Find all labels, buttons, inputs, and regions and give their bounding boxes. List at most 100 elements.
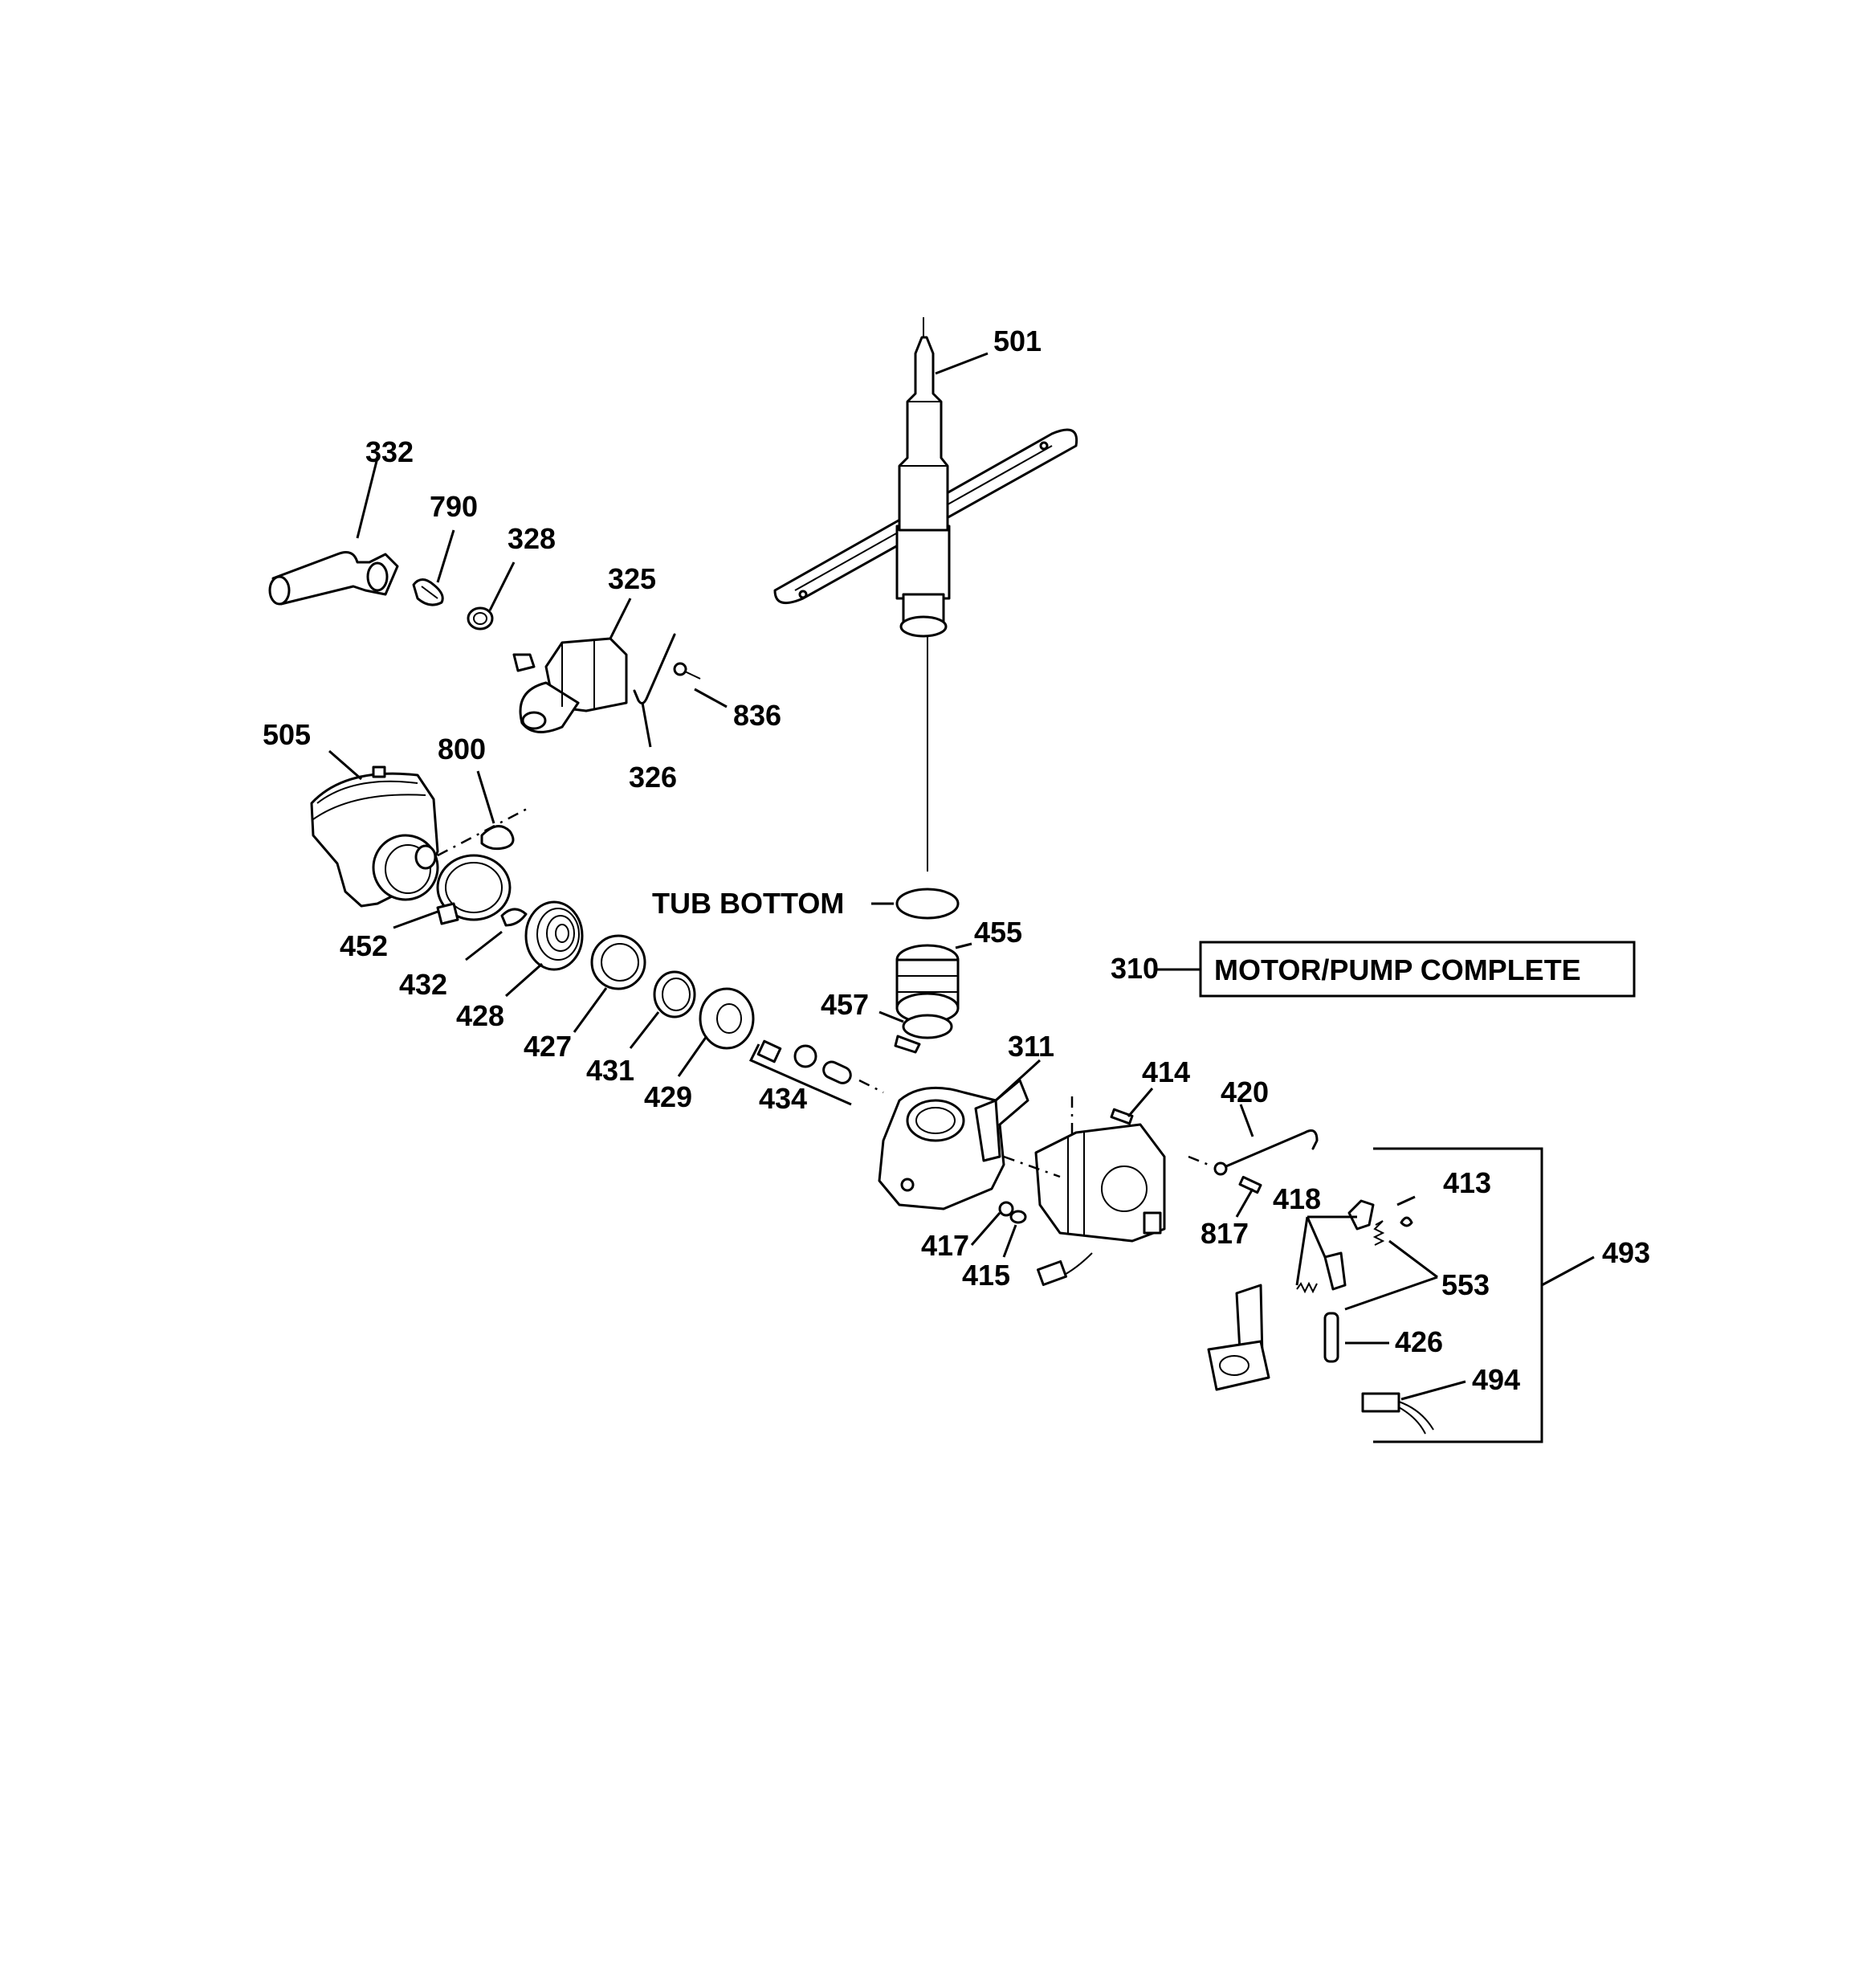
leader-328 — [488, 561, 516, 611]
leader-836 — [694, 688, 728, 708]
label-434: 434 — [759, 1082, 807, 1115]
part-325-drain-pump — [512, 637, 628, 733]
leader-414 — [1127, 1088, 1154, 1117]
part-452-clamp-ring — [436, 854, 512, 925]
axis-420 — [1188, 1155, 1213, 1168]
leader-452 — [393, 910, 438, 929]
part-332-hose — [268, 551, 399, 606]
label-429: 429 — [644, 1080, 692, 1113]
part-420-end — [1213, 1161, 1228, 1176]
part-326-clip — [633, 633, 676, 704]
axis-motor — [1003, 1155, 1061, 1178]
label-432: 432 — [399, 968, 447, 1001]
label-418: 418 — [1273, 1182, 1321, 1215]
leader-501 — [935, 352, 989, 375]
leader-431 — [629, 1011, 660, 1049]
part-motor — [1034, 1123, 1166, 1287]
label-414: 414 — [1142, 1055, 1190, 1088]
leader-325 — [609, 598, 632, 639]
leader-432 — [465, 930, 503, 961]
label-790: 790 — [430, 490, 478, 523]
leader-790 — [436, 529, 455, 583]
part-428-filter — [524, 900, 584, 971]
label-413: 413 — [1443, 1166, 1491, 1199]
part-tub-bottom-ring — [895, 888, 960, 920]
leader-817 — [1235, 1188, 1254, 1218]
part-455-bellows — [895, 944, 960, 1024]
leader-494 — [1400, 1380, 1466, 1401]
label-800: 800 — [438, 733, 486, 765]
label-motor-pump-complete: MOTOR/PUMP COMPLETE — [1214, 953, 1581, 986]
label-457: 457 — [821, 988, 869, 1021]
label-415: 415 — [962, 1259, 1010, 1292]
part-501-spray-arm — [773, 336, 1078, 638]
leader-420 — [1239, 1104, 1254, 1137]
leader-417 — [970, 1212, 1001, 1246]
leader-455 — [955, 942, 972, 949]
label-836: 836 — [733, 699, 781, 732]
label-553: 553 — [1441, 1268, 1490, 1301]
part-426-plunger — [1323, 1312, 1339, 1363]
label-426: 426 — [1395, 1325, 1443, 1358]
leader-553 — [1344, 1239, 1438, 1311]
part-429-impeller — [699, 987, 755, 1050]
label-505: 505 — [263, 718, 311, 751]
leader-505 — [328, 749, 362, 781]
label-417: 417 — [921, 1229, 969, 1262]
leader-413 — [1396, 1195, 1416, 1206]
part-431-seal — [653, 970, 696, 1018]
leader-434 — [748, 1043, 852, 1106]
leader-493 — [1541, 1255, 1595, 1287]
label-431: 431 — [586, 1054, 634, 1087]
leader-415 — [1002, 1224, 1017, 1258]
part-420-rod — [1219, 1129, 1319, 1170]
part-553-springs — [1296, 1220, 1385, 1294]
part-417-washer — [998, 1201, 1014, 1217]
label-494: 494 — [1472, 1363, 1520, 1396]
part-434-set — [756, 1039, 852, 1084]
label-420: 420 — [1221, 1076, 1269, 1108]
part-solenoid — [1207, 1284, 1270, 1391]
label-311: 311 — [1008, 1030, 1054, 1063]
label-428: 428 — [456, 999, 504, 1032]
part-328-grommet — [467, 606, 494, 631]
label-328: 328 — [508, 522, 556, 555]
part-457-clamp — [894, 1014, 953, 1054]
leader-457 — [879, 1010, 904, 1023]
label-427: 427 — [524, 1030, 572, 1063]
label-452: 452 — [340, 929, 388, 962]
label-455: 455 — [974, 916, 1022, 949]
label-326: 326 — [629, 761, 677, 794]
leader-326 — [641, 702, 652, 748]
part-432-clip — [500, 908, 528, 927]
axis-800 — [437, 806, 531, 857]
label-817: 817 — [1201, 1217, 1249, 1250]
label-325: 325 — [608, 562, 656, 595]
label-501: 501 — [993, 325, 1042, 357]
part-817-screw — [1238, 1175, 1262, 1194]
leader-418 — [1295, 1215, 1357, 1286]
leader-800 — [476, 770, 495, 824]
part-505-sump-housing — [310, 765, 439, 908]
motor-pump-complete-box — [1199, 941, 1636, 998]
part-415-nut — [1009, 1210, 1027, 1224]
leader-427 — [573, 987, 608, 1033]
part-414-screw — [1110, 1108, 1134, 1125]
label-493: 493 — [1602, 1236, 1650, 1269]
part-494-harness — [1361, 1392, 1434, 1435]
part-836-screw — [673, 662, 701, 680]
part-790-clamp — [412, 578, 444, 606]
label-tub-bottom: TUB BOTTOM — [652, 887, 844, 920]
part-311-pump-housing — [878, 1079, 1029, 1210]
part-427-ring — [590, 934, 646, 990]
leader-429 — [677, 1035, 708, 1077]
label-310: 310 — [1111, 952, 1159, 985]
part-413-clip — [1400, 1216, 1413, 1227]
kit-493-bracket — [1373, 1147, 1543, 1443]
leader-332 — [356, 457, 379, 539]
axis-434 — [858, 1079, 884, 1094]
part-418-latch — [1347, 1199, 1375, 1231]
leader-311 — [994, 1059, 1042, 1102]
